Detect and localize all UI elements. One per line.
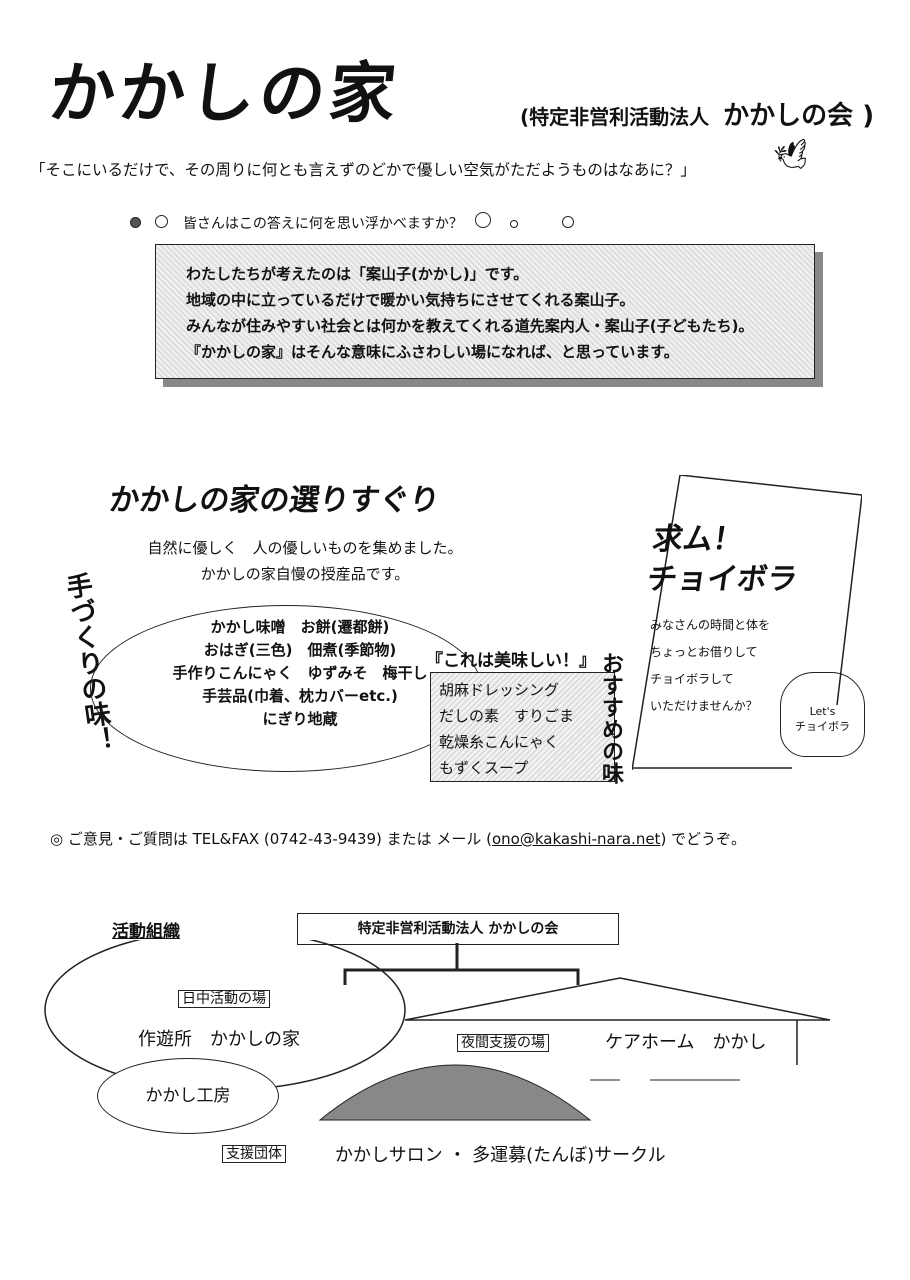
org-prefix: (特定非営利活動法人: [520, 105, 710, 129]
birds-illustration-icon: 🕊: [771, 135, 815, 178]
answer-line: わたしたちが考えたのは「案山子(かかし)」です。: [186, 265, 529, 283]
org-name: (特定非営利活動法人かかしの会 ): [520, 95, 874, 132]
volunteer-line: チョイボラして: [650, 672, 734, 686]
answer-panel: わたしたちが考えたのは「案山子(かかし)」です。 地域の中に立っているだけで暖か…: [155, 244, 815, 379]
contact-line: ◎ ご意見・ご質問は TEL&FAX (0742-43-9439) または メー…: [50, 828, 746, 849]
question-line: 皆さんはこの答えに何を思い浮かべますか？: [130, 212, 575, 233]
mascot-badge-1: Let's: [809, 705, 836, 718]
bubble-icon: [509, 220, 518, 228]
answer-line: 地域の中に立っているだけで暖かい気持ちにさせてくれる案山子。: [186, 291, 635, 309]
contact-prefix: ◎ ご意見・ご質問は TEL&FAX (0742-43-9439) または メー…: [50, 830, 492, 848]
night-label: 夜間支援の場: [457, 1032, 549, 1052]
recommended-item: だしの素 すりごま: [439, 707, 575, 725]
oishii-label: 『これは美味しい！』: [426, 651, 596, 671]
intro-quote: 「そこにいるだけで、その周りに何とも言えずのどかで優しい空気がただようものはなあ…: [30, 161, 696, 179]
product-list: かかし味噌 お餅(遷都餅) おはぎ(三色) 佃煮(季節物) 手作りこんにゃく ゆ…: [150, 616, 450, 731]
product-item: 手作りこんにゃく ゆずみそ 梅干し: [172, 664, 428, 682]
recommended-item: 乾燥糸こんにゃく: [439, 733, 560, 751]
night-place: ケアホーム かかし: [605, 1032, 767, 1053]
day-label-tag: 日中活動の場: [178, 990, 270, 1008]
recommended-item: もずくスープ: [439, 759, 529, 777]
answer-line: 『かかしの家』はそんな意味にふさわしい場になれば、と思っています。: [186, 343, 679, 361]
support-groups: かかしサロン ・ 多運募(たんぼ)サークル: [335, 1145, 666, 1166]
intro-line: 自然に優しく 人の優しいものを集めました。: [147, 539, 463, 557]
products-intro: 自然に優しく 人の優しいものを集めました。 かかしの家自慢の授産品です。: [140, 535, 470, 587]
question-text: 皆さんはこの答えに何を思い浮かべますか？: [182, 216, 463, 232]
org-main: かかしの会 ): [723, 101, 875, 131]
product-item: おはぎ(三色) 佃煮(季節物): [203, 641, 397, 659]
intro-line: かかしの家自慢の授産品です。: [200, 565, 410, 583]
mascot-badge-2: チョイボラ: [795, 720, 850, 733]
night-label-tag: 夜間支援の場: [457, 1034, 549, 1052]
email-link[interactable]: ono@kakashi-nara.net: [492, 830, 661, 848]
support-label-tag: 支援団体: [222, 1145, 286, 1163]
bubble-icon: [155, 215, 169, 228]
recommend-label: おすすめの味: [598, 652, 623, 784]
workshop-ellipse: かかし工房: [97, 1058, 279, 1134]
bubble-icon: [562, 216, 575, 228]
day-label: 日中活動の場: [178, 988, 270, 1008]
logo-title: かかしの家: [45, 55, 404, 132]
volunteer-line: いただけませんか？: [650, 699, 758, 713]
volunteer-title: 求ム！ チョイボラ: [644, 520, 805, 600]
day-place: 作遊所 かかしの家: [138, 1029, 300, 1050]
product-item: 手芸品(巾着、枕カバーetc.): [202, 687, 398, 705]
volunteer-frame: [632, 475, 862, 770]
contact-suffix: ) でどうぞ。: [660, 830, 747, 848]
product-item: にぎり地蔵: [262, 710, 338, 728]
volunteer-line: ちょっとお借りして: [650, 645, 758, 659]
bubble-icon: [475, 212, 492, 228]
volunteer-line: みなさんの時間と体を: [650, 618, 771, 632]
volunteer-title-2: チョイボラ: [644, 562, 800, 597]
volunteer-title-1: 求ム！: [650, 522, 746, 557]
recommended-item: 胡麻ドレッシング: [439, 681, 560, 699]
volunteer-text: みなさんの時間と体を ちょっとお借りして チョイボラして いただけませんか？: [650, 612, 770, 720]
product-item: かかし味噌 お餅(遷都餅): [210, 618, 390, 636]
bubble-icon: [130, 217, 141, 228]
answer-line: みんなが住みやすい社会とは何かを教えてくれる道先案内人・案山子(子どもたち)。: [186, 317, 754, 335]
products-title: かかしの家の選りすぐり: [107, 483, 442, 518]
recommended-box: 胡麻ドレッシング だしの素 すりごま 乾燥糸こんにゃく もずくスープ: [430, 672, 615, 782]
organization-title: 活動組織: [112, 922, 180, 942]
mascot-illustration: Let's チョイボラ: [780, 672, 865, 757]
support-label: 支援団体: [222, 1143, 286, 1163]
